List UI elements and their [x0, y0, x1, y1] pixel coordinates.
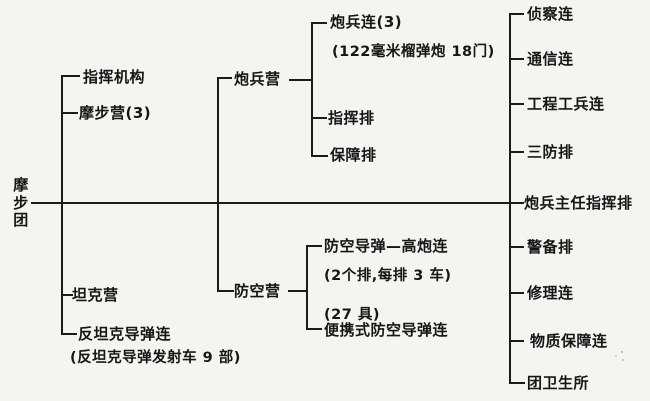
unit-antitank-missile-company: 反坦克导弹连 — [78, 325, 172, 343]
right-bracket-tick-signal — [509, 58, 524, 60]
unit-recon-company: 侦察连 — [527, 5, 574, 23]
left-bracket-tick-tank — [61, 294, 73, 296]
battalion-bracket-tick-artillery — [217, 77, 232, 79]
right-bracket-tick-recon — [509, 13, 524, 15]
left-bracket-tick-antitank — [61, 333, 77, 335]
unit-artillery-company: 炮兵连(3) — [330, 13, 403, 31]
right-bracket-tick-guard — [509, 246, 524, 248]
regiment-root-label: 摩步团 — [13, 176, 29, 229]
note-howitzers: (122毫米榴弹炮 18门) — [332, 44, 495, 60]
note-manpads-count: (27 具) — [324, 307, 380, 323]
unit-air-defense-battalion: 防空营 — [234, 282, 281, 300]
unit-command-structure: 指挥机构 — [83, 68, 146, 86]
artillery-connector-line — [289, 79, 313, 81]
unit-artillery-battalion: 炮兵营 — [234, 70, 281, 88]
note-antitank-launchers: (反坦克导弹发射车 9 部) — [70, 350, 241, 366]
left-bracket-tick-command — [61, 75, 80, 77]
left-bracket-vertical-line — [61, 75, 63, 335]
main-spine-line — [31, 202, 524, 204]
right-bracket-tick-repair — [509, 292, 524, 294]
airdefense-bracket-tick-manpads — [306, 328, 322, 330]
battalion-bracket-vertical-line — [217, 77, 219, 292]
right-bracket-tick-medical — [509, 382, 525, 384]
unit-command-platoon: 指挥排 — [328, 109, 375, 127]
scan-artifact — [621, 351, 623, 353]
artillery-bracket-vertical-line — [311, 22, 313, 157]
note-aaa-platoons: (2个排,每排 3 车) — [324, 268, 452, 284]
unit-guard-platoon: 警备排 — [527, 238, 574, 256]
unit-repair-company: 修理连 — [527, 284, 574, 302]
airdefense-bracket-tick-aaa — [306, 245, 322, 247]
unit-manpads-company: 便携式防空导弹连 — [324, 321, 449, 339]
unit-artillery-director-platoon: 炮兵主任指挥排 — [524, 194, 633, 212]
airdefense-bracket-vertical-line — [306, 245, 308, 330]
unit-signal-company: 通信连 — [527, 50, 574, 68]
right-bracket-tick-engineer — [509, 103, 524, 105]
right-bracket-tick-nbc — [509, 151, 524, 153]
unit-nbc-platoon: 三防排 — [527, 143, 574, 161]
unit-tank-battalion: 坦克营 — [72, 286, 119, 304]
unit-motorized-infantry-battalion: 摩步营(3) — [79, 104, 152, 122]
unit-missile-aaa-company: 防空导弹—高炮连 — [324, 237, 449, 255]
artillery-bracket-tick-support-platoon — [311, 155, 328, 157]
unit-engineer-company: 工程工兵连 — [527, 95, 605, 113]
left-bracket-tick-motorized — [61, 112, 78, 114]
artillery-bracket-tick-command-platoon — [311, 117, 327, 119]
unit-support-platoon: 保障排 — [330, 146, 377, 164]
right-bracket-tick-material — [509, 340, 524, 342]
battalion-bracket-tick-airdefense — [217, 290, 234, 292]
right-bracket-vertical-line — [509, 13, 511, 384]
artillery-bracket-tick-company — [311, 22, 327, 24]
unit-medical-station: 团卫生所 — [527, 374, 590, 392]
unit-material-support-company: 物质保障连 — [530, 332, 608, 350]
airdefense-connector-line — [288, 290, 308, 292]
